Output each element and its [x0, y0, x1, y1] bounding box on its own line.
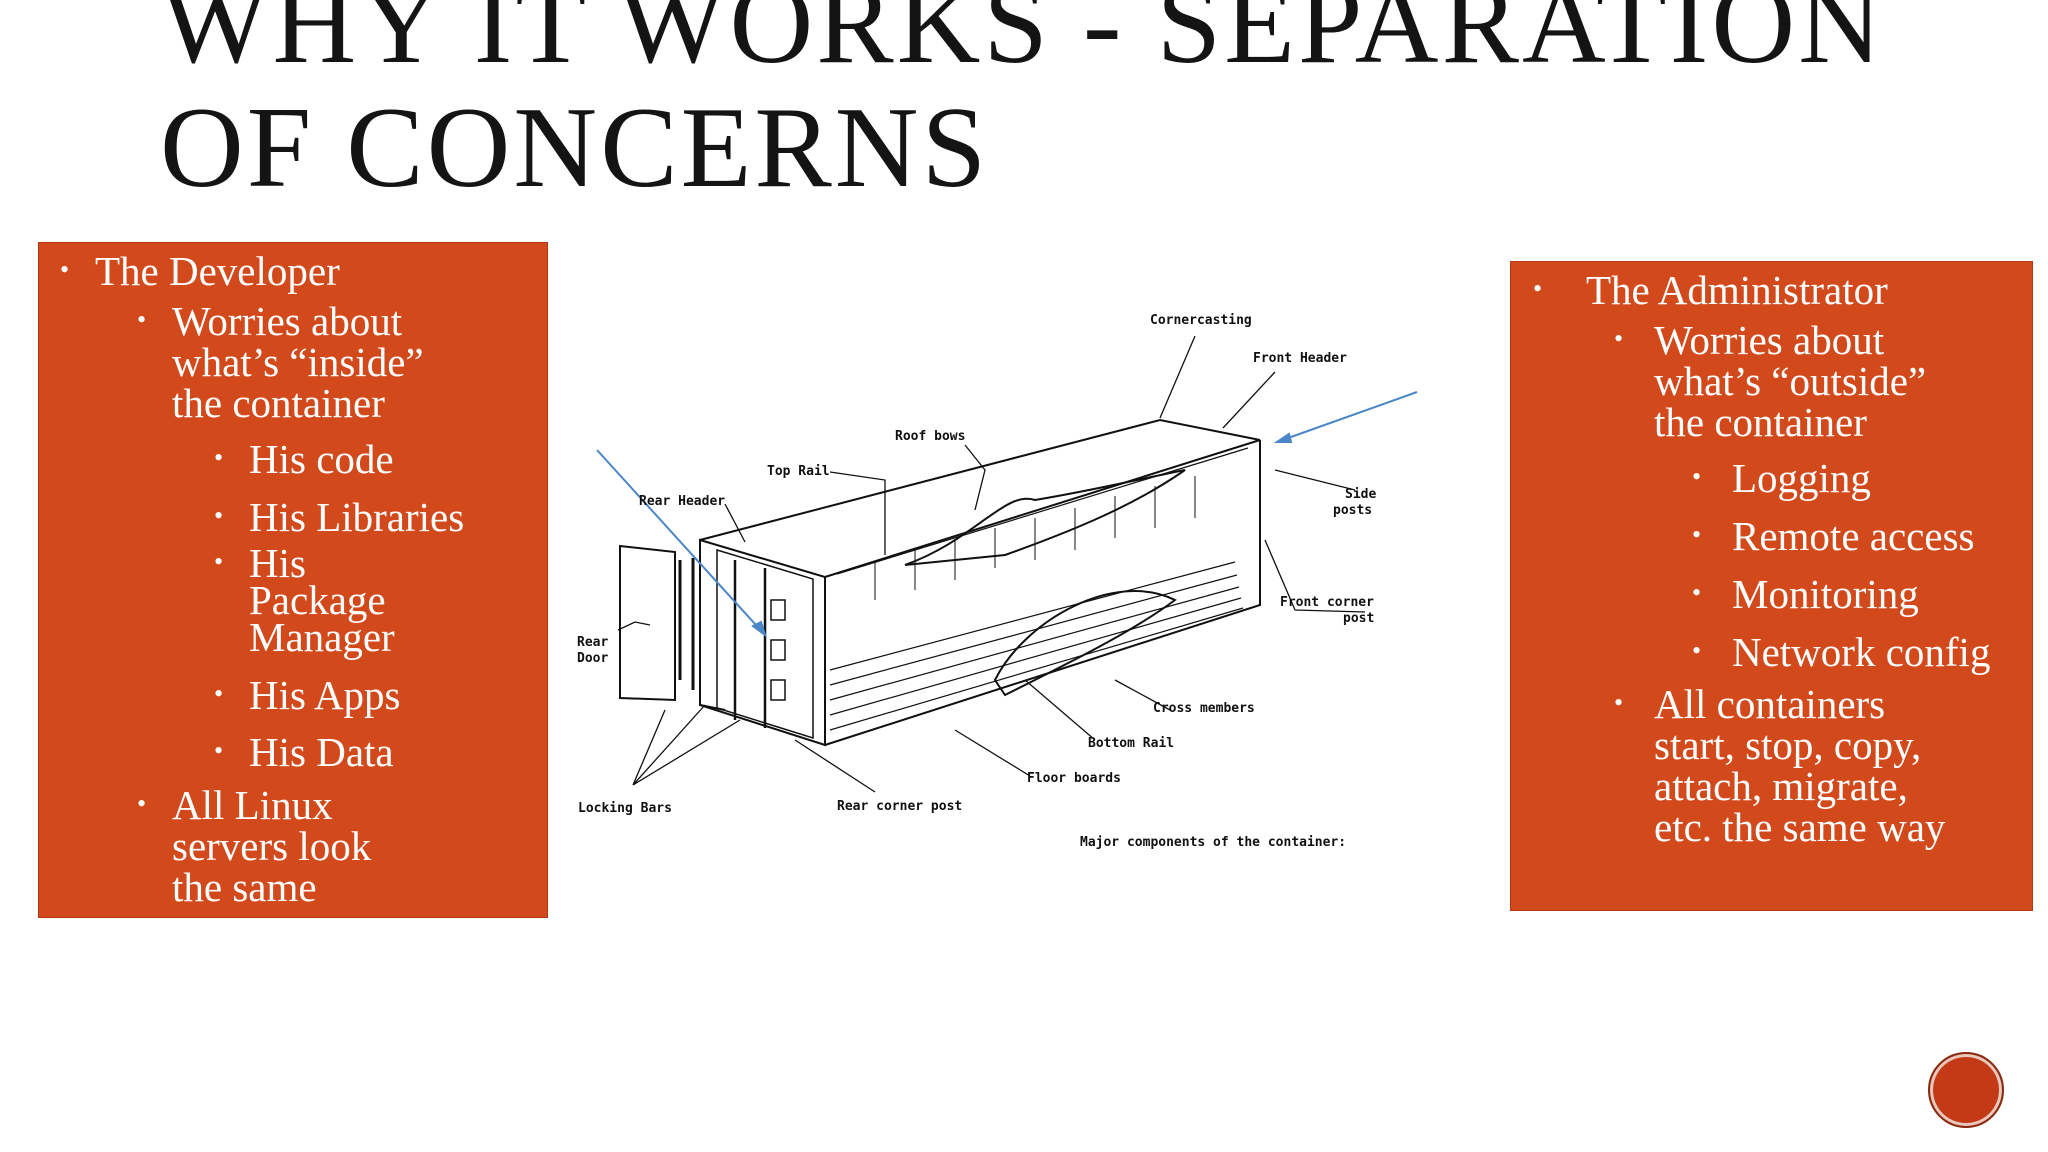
developer-heading: The Developer: [95, 248, 340, 294]
bullet-icon: •: [214, 547, 224, 576]
label-rear-door-1: Rear: [577, 635, 608, 650]
list-item-label: His Data: [249, 729, 394, 775]
list-item-label: Package: [249, 577, 386, 623]
list-item: • Logging: [1692, 455, 1871, 501]
label-rear-door-2: Door: [577, 651, 608, 666]
developer-worries-line: Worries about: [172, 298, 403, 344]
bullet-icon: •: [214, 501, 224, 530]
developer-worries-item: • Worries about what’s “inside” the cont…: [137, 298, 424, 426]
label-side-posts-2: posts: [1333, 503, 1372, 518]
list-item: • His Libraries: [214, 494, 465, 540]
arrow-head-icon: [1273, 432, 1293, 443]
developer-worries-line: the container: [172, 380, 385, 426]
list-item: • Network config: [1692, 629, 1991, 675]
administrator-worries-item: • Worries about what’s “outside” the con…: [1614, 317, 1927, 445]
rear-frame: [699, 538, 826, 747]
list-item: • His Package Manager: [214, 540, 395, 660]
administrator-worries-line: what’s “outside”: [1654, 358, 1927, 404]
list-item-label: Manager: [249, 614, 395, 660]
developer-linux-line: the same: [172, 864, 317, 910]
developer-worries-line: what’s “inside”: [172, 339, 424, 385]
list-item: • His code: [214, 436, 394, 482]
arrow-head-icon: [751, 620, 767, 638]
developer-linux-item: • All Linux servers look the same: [137, 782, 372, 910]
label-top-rail: Top Rail: [767, 464, 830, 479]
developer-linux-line: All Linux: [172, 782, 333, 828]
bullet-icon: •: [60, 255, 70, 284]
administrator-all-line: etc. the same way: [1654, 804, 1946, 850]
administrator-all-line: start, stop, copy,: [1654, 722, 1922, 768]
label-cross-members: Cross members: [1153, 701, 1255, 716]
bullet-icon: •: [214, 736, 224, 765]
administrator-all-line: attach, migrate,: [1654, 763, 1908, 809]
bullet-icon: •: [1692, 578, 1702, 607]
bullet-icon: •: [1614, 688, 1624, 717]
administrator-worries-line: the container: [1654, 399, 1867, 445]
annotation-arrows: [596, 391, 1418, 638]
list-item-label: His Libraries: [249, 494, 465, 540]
label-cornercasting: Cornercasting: [1150, 313, 1252, 328]
outside-arrow: [1276, 391, 1418, 443]
administrator-worries-line: Worries about: [1654, 317, 1885, 363]
list-item-label: Monitoring: [1732, 571, 1919, 617]
administrator-heading-item: • The Administrator: [1533, 267, 1888, 313]
slide-title: WHY IT WORKS - SEPARATION OF CONCERNS: [160, 0, 2020, 210]
administrator-panel: • The Administrator • Worries about what…: [1510, 261, 2033, 911]
floor-cutaway: [993, 590, 1177, 697]
title-line-2: OF CONCERNS: [160, 84, 990, 212]
list-item-label: Remote access: [1732, 513, 1975, 559]
list-item: • His Data: [214, 729, 394, 775]
label-side-posts-1: Side: [1345, 487, 1376, 502]
bullet-icon: •: [214, 443, 224, 472]
container-diagram: Cornercasting Front Header Roof bows Top…: [577, 313, 1418, 850]
list-item-label: His code: [249, 436, 394, 482]
bullet-icon: •: [214, 679, 224, 708]
bullet-icon: •: [1533, 274, 1543, 303]
administrator-all-item: • All containers start, stop, copy, atta…: [1614, 681, 1946, 850]
list-item-label: His Apps: [249, 672, 401, 718]
list-item-label: Network config: [1732, 629, 1991, 675]
developer-panel: • The Developer • Worries about what’s “…: [38, 242, 548, 918]
label-floor-boards: Floor boards: [1027, 771, 1121, 786]
bullet-icon: •: [1692, 520, 1702, 549]
inside-arrow: [596, 449, 766, 636]
label-locking-bars: Locking Bars: [578, 801, 672, 816]
list-item: • His Apps: [214, 672, 401, 718]
bullet-icon: •: [137, 305, 147, 334]
bullet-icon: •: [1614, 324, 1624, 353]
roof-cutaway: [904, 469, 1186, 566]
label-front-corner-post-1: Front corner: [1280, 595, 1374, 610]
list-item: • Monitoring: [1692, 571, 1919, 617]
label-front-header: Front Header: [1253, 351, 1347, 366]
administrator-all-line: All containers: [1654, 681, 1886, 727]
floor-outline: [824, 440, 1261, 746]
label-rear-header: Rear Header: [639, 494, 725, 509]
list-item-label: Logging: [1732, 455, 1871, 501]
next-slide-button[interactable]: [1928, 1052, 2004, 1128]
developer-linux-line: servers look: [172, 823, 372, 869]
label-bottom-rail: Bottom Rail: [1088, 736, 1174, 751]
bullet-icon: •: [137, 789, 147, 818]
label-rear-corner-post: Rear corner post: [837, 799, 962, 814]
label-roof-bows: Roof bows: [895, 429, 965, 444]
bullet-icon: •: [1692, 462, 1702, 491]
list-item-label: His: [249, 540, 306, 586]
title-line-1: WHY IT WORKS - SEPARATION: [160, 0, 1885, 88]
rear-door-shape: [619, 544, 676, 702]
bullet-icon: •: [1692, 636, 1702, 665]
label-front-corner-post-2: post: [1343, 611, 1374, 626]
list-item: • Remote access: [1692, 513, 1975, 559]
administrator-heading: The Administrator: [1586, 267, 1888, 313]
diagram-caption: Major components of the container:: [1080, 835, 1346, 850]
roof-outline: [699, 418, 1261, 578]
developer-heading-item: • The Developer: [60, 248, 340, 294]
